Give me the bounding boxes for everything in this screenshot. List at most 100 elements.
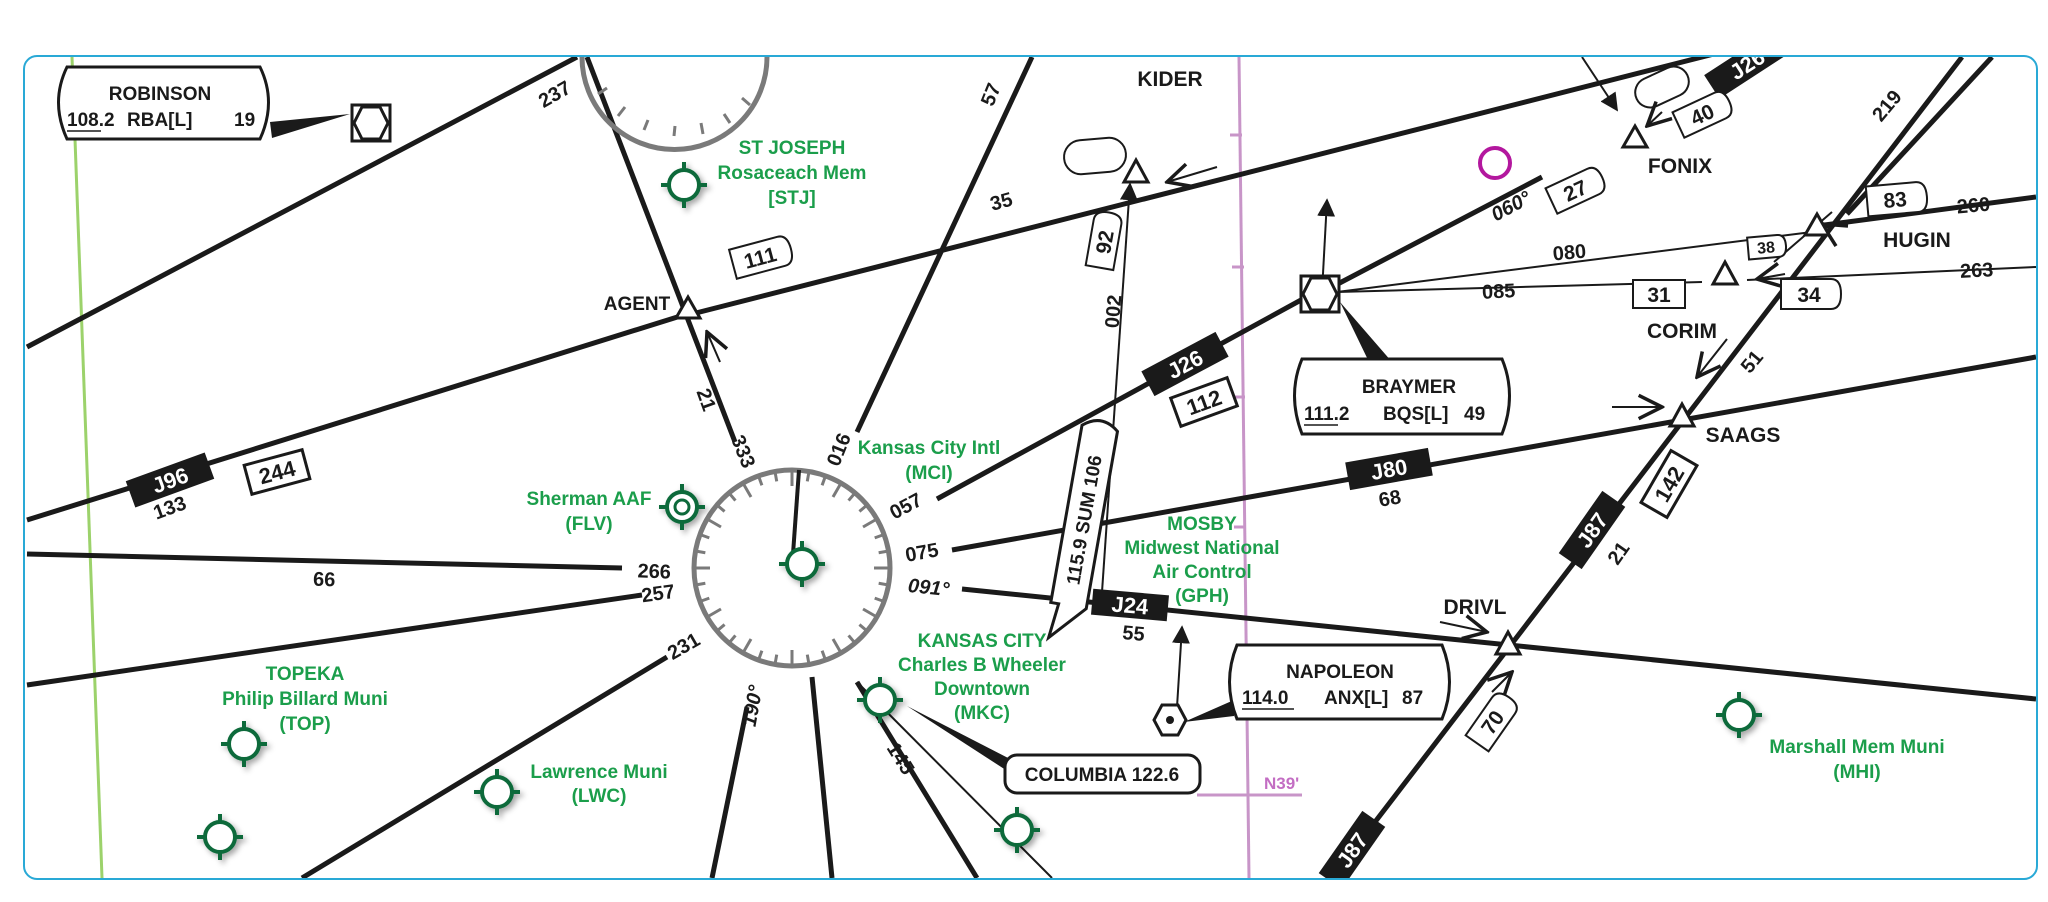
route-line bbox=[1816, 194, 2036, 229]
radial-label: 190° bbox=[739, 683, 768, 729]
navaid-name: BRAYMER bbox=[1362, 377, 1457, 398]
airport-icon bbox=[197, 814, 243, 860]
radial-label: 263 bbox=[1959, 259, 1993, 283]
airport-label: TOPEKA bbox=[266, 664, 345, 685]
radial-label: 002 bbox=[1102, 294, 1127, 329]
columbia-box[interactable]: COLUMBIA 122.6 bbox=[1003, 753, 1202, 795]
radial-label: 231 bbox=[664, 629, 704, 665]
fix-label-hugin: HUGIN bbox=[1883, 229, 1951, 252]
compass-tick bbox=[699, 533, 710, 540]
svg-text:COLUMBIA 122.6: COLUMBIA 122.6 bbox=[1025, 765, 1180, 786]
course-flag: 31 bbox=[1632, 279, 1686, 309]
radial-label: 085 bbox=[1481, 280, 1515, 304]
braymer-navaid-box[interactable]: BRAYMER 111.2 BQS[L] 49 bbox=[1293, 357, 1511, 436]
compass-tick bbox=[695, 549, 706, 555]
course-flag: 83 bbox=[1864, 181, 1929, 218]
compass-tick bbox=[831, 482, 843, 498]
svg-text:92: 92 bbox=[1092, 229, 1119, 256]
holding-pattern-icon bbox=[1063, 65, 1690, 176]
latitude-label: N39' bbox=[1264, 774, 1299, 793]
fix-triangle-icon[interactable] bbox=[673, 122, 1832, 656]
compass-rose-partial-icon bbox=[579, 57, 770, 152]
navaid-channel: 19 bbox=[234, 110, 255, 131]
kansas-city-vortac-box[interactable]: 115.9 SUM 106 bbox=[1045, 418, 1120, 643]
braymer-vor-icon[interactable] bbox=[1299, 274, 1341, 314]
robinson-navaid-box[interactable]: ROBINSON 108.2 RBA[L] 19 bbox=[57, 65, 270, 141]
compass-tick bbox=[741, 638, 753, 654]
route-line bbox=[26, 592, 643, 688]
fix-label-fonix: FONIX bbox=[1648, 155, 1712, 178]
airport-label: Rosaceach Mem bbox=[718, 163, 867, 184]
radial-label: 35 bbox=[988, 189, 1015, 216]
course-flag: 70 bbox=[1464, 692, 1518, 753]
radial-label: 55 bbox=[1121, 622, 1145, 646]
napoleon-vor-icon[interactable] bbox=[1152, 703, 1188, 737]
navaid-name: ROBINSON bbox=[109, 84, 211, 105]
radial-label: 237 bbox=[535, 77, 575, 113]
airport-label: (GPH) bbox=[1175, 586, 1229, 607]
airport-label: (MCI) bbox=[905, 463, 952, 484]
radial-label: 21 bbox=[1604, 538, 1635, 569]
airport-label: Charles B Wheeler bbox=[898, 655, 1066, 676]
radial-label: 091° bbox=[907, 575, 951, 601]
compass-tick bbox=[695, 581, 706, 587]
radial-label: 016 bbox=[823, 430, 856, 469]
compass-tick bbox=[773, 654, 779, 665]
meridian-line bbox=[70, 57, 104, 878]
callout-pointer bbox=[270, 114, 1392, 774]
enroute-chart-map[interactable]: N39' bbox=[23, 55, 2038, 880]
navaid-ident: BQS[L] bbox=[1383, 404, 1448, 425]
compass-tick bbox=[820, 650, 827, 661]
position-marker-icon[interactable] bbox=[1478, 146, 1512, 180]
route-line bbox=[935, 291, 1314, 502]
airport-label: Marshall Mem Muni bbox=[1769, 737, 1944, 758]
compass-tick bbox=[741, 482, 753, 498]
airport-label: Lawrence Muni bbox=[530, 762, 667, 783]
compass-tick bbox=[858, 503, 869, 513]
compass-tick bbox=[878, 549, 889, 555]
airport-icon bbox=[994, 807, 1040, 853]
course-flag: 38 bbox=[1746, 233, 1788, 261]
compass-tick bbox=[727, 634, 737, 645]
airport-label: (LWC) bbox=[572, 786, 627, 807]
airport-label: (MKC) bbox=[954, 703, 1010, 724]
compass-tick bbox=[757, 475, 764, 486]
route-line bbox=[300, 654, 669, 878]
compass-tick bbox=[862, 607, 878, 619]
fix-label-saags: SAAGS bbox=[1706, 424, 1781, 447]
course-flag: 34 bbox=[1780, 278, 1843, 310]
radial-label: 66 bbox=[313, 569, 336, 592]
airport-label: Kansas City Intl bbox=[858, 438, 1001, 459]
airport-label: KANSAS CITY bbox=[918, 631, 1047, 652]
fix-label-kider: KIDER bbox=[1137, 68, 1202, 91]
course-flag: 111 bbox=[727, 235, 794, 280]
airway-shield-j24[interactable]: J24 bbox=[1091, 588, 1169, 622]
compass-tick bbox=[862, 517, 878, 529]
radial-label: 57 bbox=[977, 80, 1006, 109]
fix-label-drivl: DRIVL bbox=[1444, 596, 1507, 619]
compass-tick bbox=[847, 491, 857, 502]
route-line bbox=[1330, 174, 1544, 290]
airway-shield-j87-bottom[interactable]: J87 bbox=[1318, 810, 1386, 880]
navaid-ident: RBA[L] bbox=[127, 110, 192, 131]
radial-label: 51 bbox=[1737, 347, 1768, 378]
route-line bbox=[584, 57, 738, 443]
airport-icon bbox=[661, 162, 707, 208]
robinson-vor-icon[interactable] bbox=[350, 103, 392, 143]
navaid-ident: ANX[L] bbox=[1324, 688, 1388, 709]
compass-tick bbox=[874, 596, 885, 603]
compass-tick bbox=[727, 491, 737, 502]
compass-tick bbox=[805, 654, 811, 665]
napoleon-navaid-box[interactable]: NAPOLEON 114.0 ANX[L] 87 bbox=[1228, 643, 1451, 721]
radial-label: 057 bbox=[886, 489, 926, 524]
airway-shield-j80[interactable]: J80 bbox=[1345, 447, 1433, 491]
compass-tick bbox=[831, 638, 843, 654]
radial-label: 219 bbox=[1868, 86, 1906, 126]
svg-text:34: 34 bbox=[1797, 284, 1821, 307]
airport-symbols[interactable] bbox=[197, 162, 1762, 860]
airport-label: ST JOSEPH bbox=[739, 138, 846, 159]
navaid-channel: 49 bbox=[1464, 404, 1485, 425]
svg-text:31: 31 bbox=[1647, 284, 1671, 307]
fix-label-corim: CORIM bbox=[1647, 320, 1717, 343]
fix-labels: KIDER AGENT FONIX HUGIN CORIM SAAGS DRIV… bbox=[604, 68, 1951, 619]
